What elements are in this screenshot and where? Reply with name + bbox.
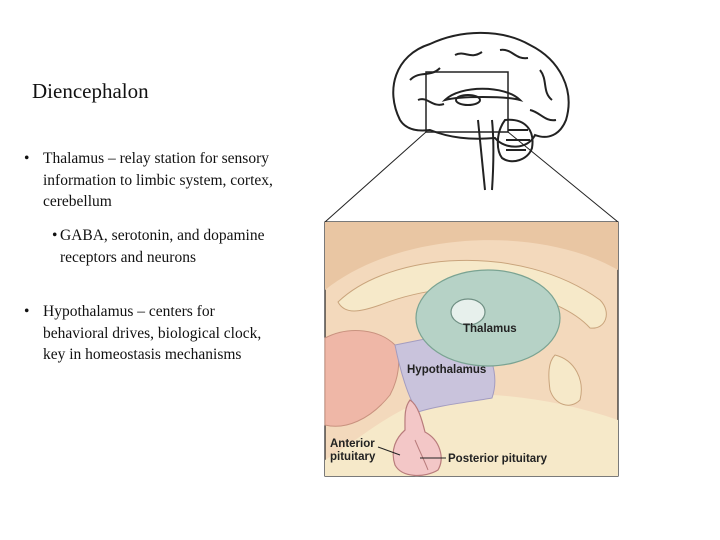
label-posterior-pituitary: Posterior pituitary	[448, 453, 548, 465]
label-thalamus: Thalamus	[463, 323, 517, 335]
sub-bullet-receptors: • GABA, serotonin, and dopamine receptor…	[52, 225, 272, 268]
brain-outline	[392, 31, 570, 191]
interthalamic-adhesion	[450, 298, 486, 326]
slide-title: Diencephalon	[32, 79, 149, 103]
pointer-anterior	[377, 446, 401, 456]
label-hypothalamus: Hypothalamus	[407, 364, 486, 376]
zoom-frame	[425, 71, 509, 133]
bullet-text: Thalamus – relay station for sensory inf…	[43, 150, 273, 210]
bullet-text: Hypothalamus – centers for behavioral dr…	[43, 303, 262, 363]
bullet-hypothalamus: • Hypothalamus – centers for behavioral …	[24, 301, 274, 366]
bullet-marker: •	[24, 150, 30, 167]
bullet-marker: •	[52, 227, 58, 244]
zoom-panel-contents	[324, 222, 618, 476]
bullet-thalamus: • Thalamus – relay station for sensory i…	[24, 148, 274, 213]
thalamus-region	[415, 269, 561, 367]
label-anterior-pituitary-line2: pituitary	[330, 451, 376, 463]
label-anterior-pituitary-line1: Anterior	[330, 438, 375, 450]
pituitary	[392, 399, 442, 476]
bullet-text: GABA, serotonin, and dopamine receptors …	[60, 227, 265, 266]
bullet-marker: •	[24, 303, 30, 320]
